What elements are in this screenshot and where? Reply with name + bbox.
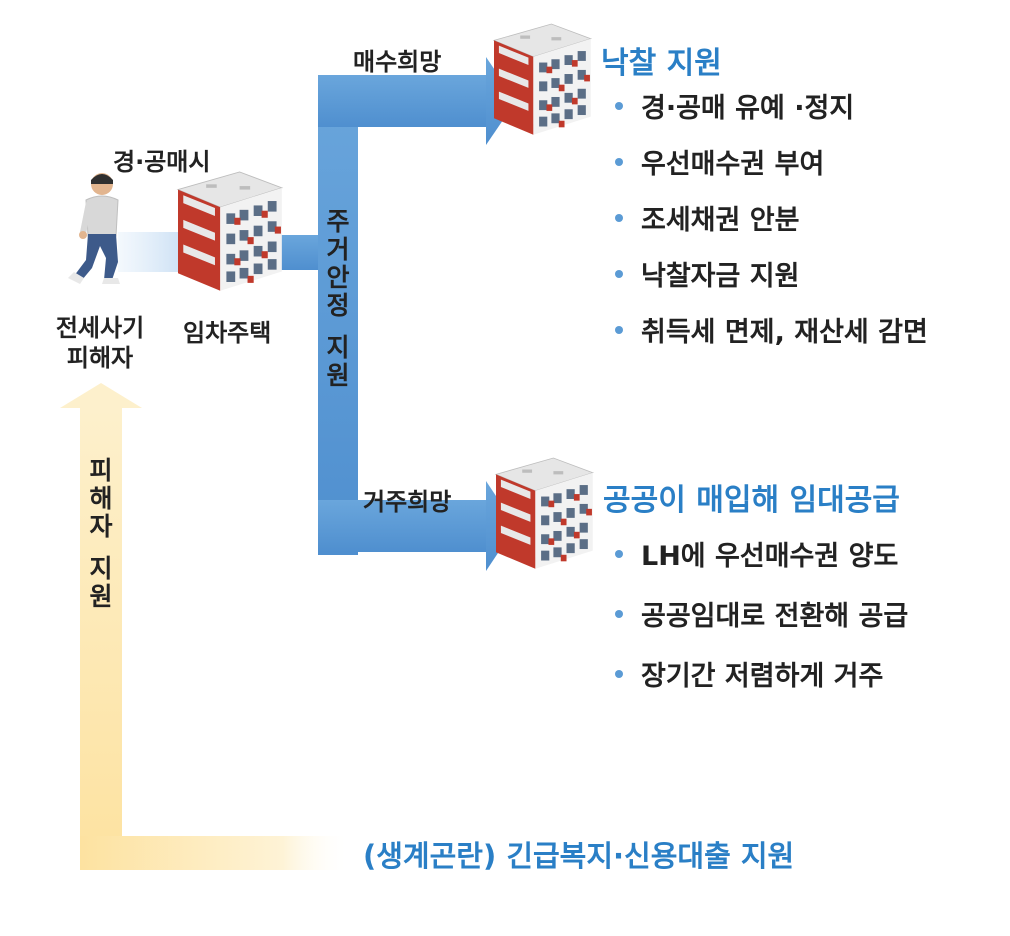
victim-support-arrow-base [80, 836, 350, 870]
auction-support-list: 경·공매 유예 ·정지 우선매수권 부여 조세채권 안분 낙찰자금 지원 취득세… [615, 87, 928, 367]
emergency-support-label: (생계곤란) 긴급복지·신용대출 지원 [363, 839, 795, 873]
housing-support-char: 거 [326, 235, 350, 264]
housing-support-gap [323, 320, 353, 334]
victim-support-char: 자 [89, 512, 113, 541]
housing-support-char: 지 [326, 333, 350, 362]
apartment-building-icon [495, 457, 594, 570]
auction-support-heading: 낙찰 지원 [601, 46, 722, 81]
rental-house-label: 임차주택 [183, 319, 272, 347]
victim-support-char: 해 [89, 484, 113, 513]
apartment-building-icon [493, 23, 592, 136]
housing-support-char: 주 [326, 207, 350, 236]
auction-time-label: 경·공매시 [113, 148, 211, 176]
housing-support-flow [268, 57, 516, 571]
victim-support-vertical-label: 피 해 자 지 원 [86, 457, 116, 611]
list-item: 공공임대로 전환해 공급 [615, 595, 908, 655]
list-item: 장기간 저렴하게 거주 [615, 655, 908, 715]
victim-support-char: 지 [89, 554, 113, 583]
housing-support-vertical-label: 주 거 안 정 지 원 [323, 208, 353, 390]
victim-support-gap [86, 541, 116, 555]
person-icon [68, 173, 120, 284]
victim-label: 전세사기 피해자 [38, 313, 162, 373]
want-purchase-label: 매수희망 [353, 48, 442, 76]
list-item: 조세채권 안분 [615, 199, 928, 255]
housing-support-char: 정 [326, 291, 350, 320]
list-item: LH에 우선매수권 양도 [615, 535, 908, 595]
victim-label-line1: 전세사기 [55, 314, 145, 342]
victim-support-arrow-head [60, 383, 142, 408]
victim-support-char: 원 [89, 582, 113, 611]
want-reside-label: 거주희망 [363, 488, 452, 516]
public-rental-heading: 공공이 매입해 임대공급 [603, 483, 900, 518]
list-item: 우선매수권 부여 [615, 143, 928, 199]
apartment-building-icon [177, 171, 283, 292]
list-item: 취득세 면제, 재산세 감면 [615, 311, 928, 367]
public-rental-list: LH에 우선매수권 양도 공공임대로 전환해 공급 장기간 저렴하게 거주 [615, 535, 908, 715]
victim-label-line2: 피해자 [66, 344, 134, 372]
list-item: 경·공매 유예 ·정지 [615, 87, 928, 143]
person-to-house-connector [118, 232, 180, 272]
victim-support-char: 피 [89, 456, 113, 485]
housing-support-char: 원 [326, 361, 350, 390]
list-item: 낙찰자금 지원 [615, 255, 928, 311]
housing-support-char: 안 [326, 263, 350, 292]
victim-support-arrow-shaft [80, 408, 122, 863]
